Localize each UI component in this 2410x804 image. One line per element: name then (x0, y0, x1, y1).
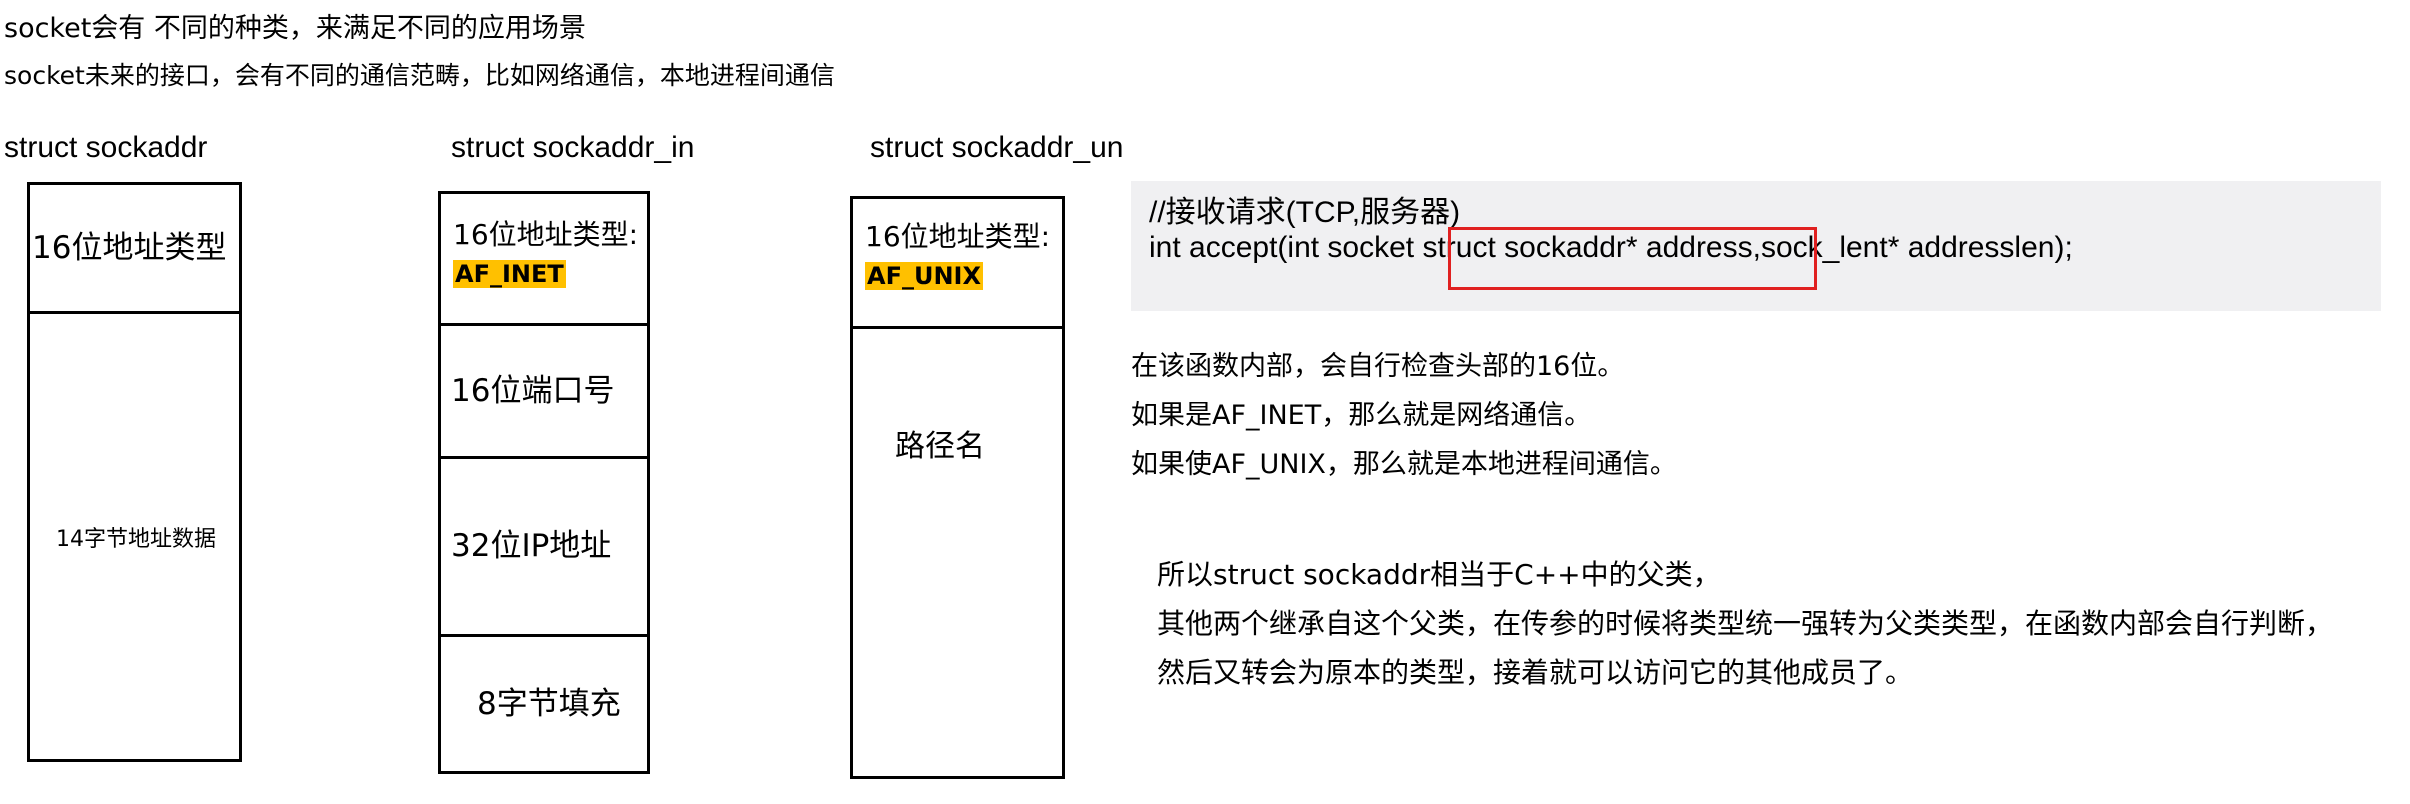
red-highlight-box (1448, 227, 1817, 290)
sockaddr-un-divider (853, 326, 1062, 329)
sockaddr-in-field-ip: 32位IP地址 (451, 528, 612, 565)
sockaddr-in-divider-1 (441, 323, 647, 326)
conclusion: 所以struct sockaddr相当于C++中的父类， 其他两个继承自这个父类… (1157, 550, 2333, 697)
af-inet-badge: AF_INET (453, 260, 566, 288)
sockaddr-field-type: 16位地址类型 (32, 229, 227, 266)
sockaddr-in-divider-3 (441, 634, 647, 637)
intro-line-2: socket未来的接口，会有不同的通信范畴，比如网络通信，本地进程间通信 (4, 61, 835, 90)
notes: 在该函数内部，会自行检查头部的16位。 如果是AF_INET，那么就是网络通信。… (1131, 342, 1677, 489)
note-line: 如果是AF_INET，那么就是网络通信。 (1131, 400, 1592, 431)
sockaddr-un-field-type: 16位地址类型: AF_UNIX (865, 220, 1051, 290)
af-unix-badge: AF_UNIX (865, 262, 983, 290)
note-line: 在该函数内部，会自行检查头部的16位。 (1131, 351, 1625, 382)
intro-line-1: socket会有 不同的种类，来满足不同的应用场景 (4, 13, 586, 44)
sockaddr-in-box: 16位地址类型: AF_INET 16位端口号 32位IP地址 8字节填充 (438, 191, 650, 774)
sockaddr-in-field-type: 16位地址类型: AF_INET (453, 218, 639, 288)
sockaddr-in-field-port: 16位端口号 (451, 372, 615, 409)
code-block: //接收请求(TCP,服务器) int accept(int socket st… (1131, 181, 2381, 311)
conclusion-line: 然后又转会为原本的类型，接着就可以访问它的其他成员了。 (1157, 656, 1914, 689)
conclusion-line: 其他两个继承自这个父类，在传参的时候将类型统一强转为父类类型，在函数内部会自行判… (1157, 607, 2334, 640)
sockaddr-box: 16位地址类型 14字节地址数据 (27, 182, 242, 762)
highlighted-param: struct sockaddr* address, (1422, 231, 1761, 264)
code-accept-line: int accept(int socket struct sockaddr* a… (1149, 231, 2073, 264)
code-comment: //接收请求(TCP,服务器) (1149, 196, 1461, 229)
sockaddr-in-divider-2 (441, 456, 647, 459)
conclusion-line: 所以struct sockaddr相当于C++中的父类， (1157, 558, 1721, 591)
sockaddr-divider (30, 311, 239, 314)
sockaddr-title: struct sockaddr (4, 131, 208, 164)
sockaddr-un-field-path: 路径名 (895, 428, 985, 464)
note-line: 如果使AF_UNIX，那么就是本地进程间通信。 (1131, 449, 1677, 480)
sockaddr-field-data: 14字节地址数据 (56, 526, 216, 552)
sockaddr-in-title: struct sockaddr_in (451, 131, 695, 164)
sockaddr-un-box: 16位地址类型: AF_UNIX 路径名 (850, 196, 1065, 779)
sockaddr-in-field-padding: 8字节填充 (477, 685, 621, 722)
sockaddr-un-title: struct sockaddr_un (870, 131, 1124, 164)
